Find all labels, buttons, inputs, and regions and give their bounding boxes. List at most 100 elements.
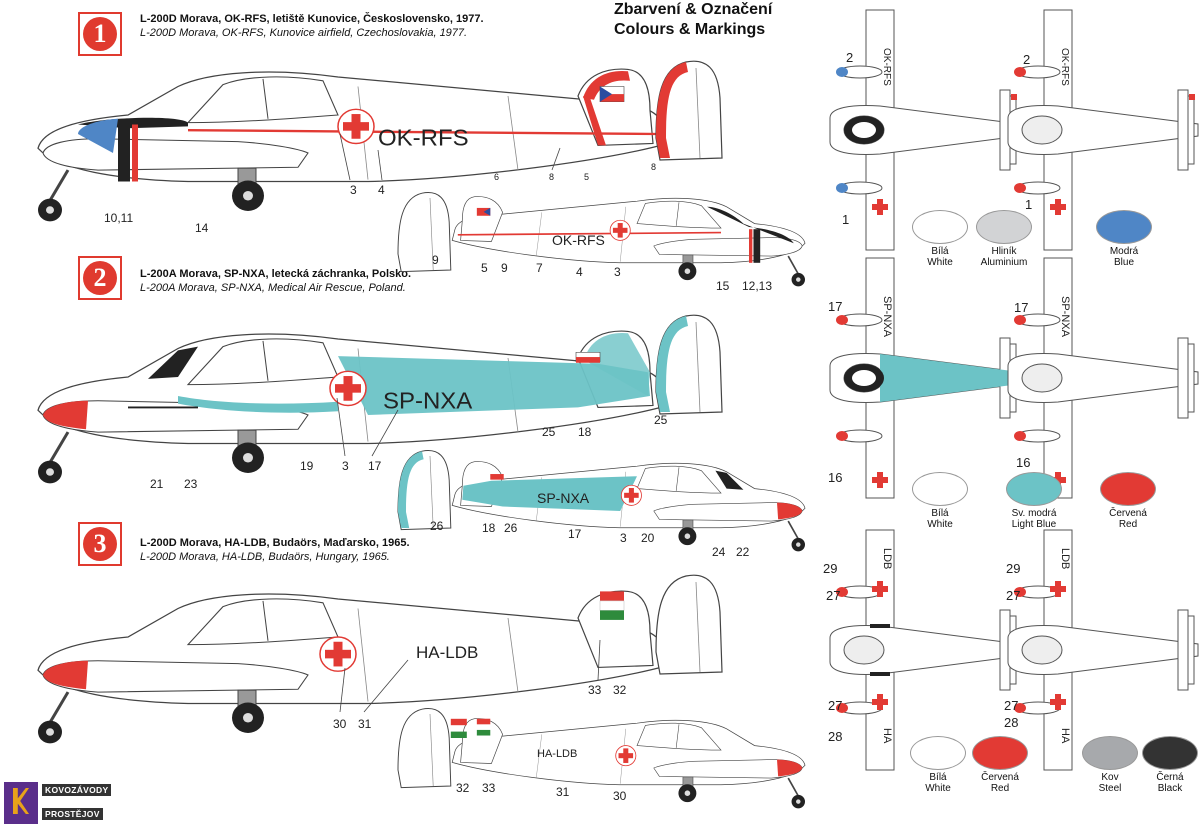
planform-3-top-view: LDB HA xyxy=(820,529,1021,771)
svg-text:9: 9 xyxy=(432,253,439,267)
svg-text:32: 32 xyxy=(456,781,470,795)
scheme-3-small-side-view xyxy=(451,717,806,810)
sheet-title-en: Colours & Markings xyxy=(614,21,766,38)
planform-3-left-reg-bottom: HA xyxy=(881,728,893,744)
svg-text:17: 17 xyxy=(568,527,582,541)
scheme-2-badge: 2 xyxy=(78,256,122,300)
svg-text:26: 26 xyxy=(430,519,444,533)
svg-text:8: 8 xyxy=(651,162,656,172)
svg-text:24: 24 xyxy=(712,545,726,559)
svg-text:25: 25 xyxy=(654,413,668,427)
logo-k-mark xyxy=(13,788,29,814)
svg-text:25: 25 xyxy=(542,425,556,439)
planform-2-bottom-view: SP-NXA xyxy=(971,257,1199,499)
svg-text:17: 17 xyxy=(828,299,842,314)
svg-text:29: 29 xyxy=(823,561,837,576)
scheme-1-small-registration: OK-RFS xyxy=(552,232,605,248)
scheme-3-small-rudder xyxy=(397,708,467,789)
svg-text:3: 3 xyxy=(614,265,621,279)
scheme-1-rudder-detail xyxy=(655,60,723,161)
svg-text:14: 14 xyxy=(195,221,209,235)
svg-text:19: 19 xyxy=(300,459,314,473)
scheme-2-caption: L-200A Morava, SP-NXA, letecká záchranka… xyxy=(140,268,412,294)
svg-text:27: 27 xyxy=(828,698,842,713)
sheet-title-cz: Zbarvení & Označení xyxy=(614,1,773,18)
svg-text:5: 5 xyxy=(584,172,589,182)
scheme-2-small-rudder xyxy=(397,450,452,531)
planform-1-left-reg: OK-RFS xyxy=(881,48,892,86)
swatch-aluminium-color xyxy=(976,210,1032,244)
svg-text:18: 18 xyxy=(482,521,496,535)
svg-text:4: 4 xyxy=(576,265,583,279)
scheme-1-main-side-view: OK-RFS xyxy=(36,67,670,223)
planform-1-bottom-view: OK-RFS xyxy=(971,9,1199,251)
kovozavody-logo: KOVOZÁVODY PROSTĚJOV xyxy=(4,780,122,826)
planform-3-left-reg-top: LDB xyxy=(881,548,893,569)
logo-line2: PROSTĚJOV xyxy=(42,808,103,820)
swatch-steel-color xyxy=(1082,736,1138,770)
scheme-1-registration: OK-RFS xyxy=(378,125,469,150)
svg-text:1: 1 xyxy=(842,212,849,227)
scheme-3-main-side-view: HA-LDB xyxy=(36,589,670,745)
svg-text:27: 27 xyxy=(826,588,840,603)
planform-1-top-view: OK-RFS xyxy=(820,9,1021,251)
svg-text:28: 28 xyxy=(1004,715,1018,730)
svg-text:26: 26 xyxy=(504,521,518,535)
svg-text:17: 17 xyxy=(1014,300,1028,315)
planform-2-left-reg: SP-NXA xyxy=(881,296,893,338)
planform-2-top-view: SP-NXA xyxy=(820,257,1021,499)
planform-3-bottom-view: LDB HA xyxy=(971,529,1199,771)
svg-text:2: 2 xyxy=(1023,52,1030,67)
svg-text:20: 20 xyxy=(641,531,655,545)
scheme-3-small-registration: HA-LDB xyxy=(537,748,577,760)
svg-text:17: 17 xyxy=(368,459,382,473)
svg-text:6: 6 xyxy=(494,172,499,182)
planform-3-right-reg-bottom: HA xyxy=(1059,728,1071,744)
scheme-3-caption: L-200D Morava, HA-LDB, Budaörs, Maďarsko… xyxy=(140,537,410,563)
svg-text:23: 23 xyxy=(184,477,198,491)
scheme-1-small-rudder xyxy=(397,192,452,273)
svg-text:33: 33 xyxy=(482,781,496,795)
scheme-3-rudder-detail xyxy=(655,574,723,675)
svg-text:3: 3 xyxy=(342,459,349,473)
svg-text:8: 8 xyxy=(549,172,554,182)
planform-2-right-reg: SP-NXA xyxy=(1059,296,1071,338)
planform-1-right-reg: OK-RFS xyxy=(1059,48,1070,86)
svg-text:32: 32 xyxy=(613,683,627,697)
scheme-1-caption: L-200D Morava, OK-RFS, letiště Kunovice,… xyxy=(140,13,484,39)
svg-text:29: 29 xyxy=(1006,561,1020,576)
logo-line1: KOVOZÁVODY xyxy=(42,784,112,796)
svg-text:2: 2 xyxy=(846,50,853,65)
swatch-light-blue-color xyxy=(1006,472,1062,506)
scheme-1-callouts: 10,11 14 3 4 6 8 5 8 9 5 9 7 4 3 15 12,1… xyxy=(104,162,772,293)
sheet-title: Zbarvení & Označení Colours & Markings xyxy=(614,0,772,40)
scheme-1-badge: 1 xyxy=(78,12,122,56)
scheme-2-rudder-detail xyxy=(655,314,723,415)
planform-3-right-reg-top: LDB xyxy=(1059,548,1071,569)
svg-text:16: 16 xyxy=(1016,455,1030,470)
swatch-red-2-color xyxy=(972,736,1028,770)
svg-text:3: 3 xyxy=(620,531,627,545)
scheme-2-small-registration: SP-NXA xyxy=(537,490,590,506)
svg-text:10,11: 10,11 xyxy=(104,211,133,225)
swatch-white-2-color xyxy=(912,472,968,506)
svg-text:12,13: 12,13 xyxy=(742,279,772,293)
scheme-2-small-side-view xyxy=(451,460,806,553)
side-views: OK-RFS OK-RFS 10,11 14 3 4 6 8 xyxy=(36,60,806,810)
svg-text:31: 31 xyxy=(556,785,570,799)
svg-text:1: 1 xyxy=(1025,197,1032,212)
swatch-white-3-color xyxy=(910,736,966,770)
scheme-2-registration: SP-NXA xyxy=(383,388,473,413)
scheme-2-callouts: 21 23 19 3 17 25 18 25 26 18 26 17 3 20 … xyxy=(150,413,750,559)
svg-text:4: 4 xyxy=(378,183,385,197)
scheme-2-main-side-view: SP-NXA xyxy=(36,329,670,485)
swatch-red-1-color xyxy=(1100,472,1156,506)
